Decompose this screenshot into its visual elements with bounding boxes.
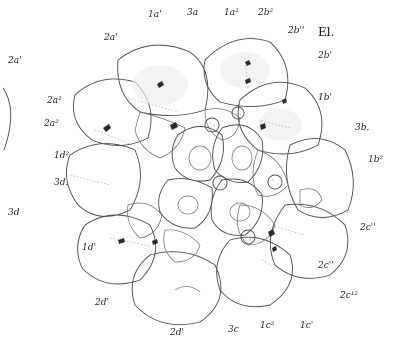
nucleus-outline-2 <box>232 146 252 170</box>
nucleus-2a2 <box>103 124 111 132</box>
label-1d2: 1d² <box>54 151 69 161</box>
label-1b1: 1b' <box>318 93 332 103</box>
label-1d1: 1d' <box>82 243 96 253</box>
nucleus-outline-1 <box>189 146 211 170</box>
nucleus-2c-b <box>272 246 277 252</box>
label-3b: 3b. <box>355 123 369 133</box>
division-lines <box>70 58 305 268</box>
outer-cells <box>66 39 353 325</box>
label-2c12: 2c¹² <box>339 291 358 301</box>
label-3a-top: 3a <box>187 8 198 18</box>
cell-3d <box>66 144 140 217</box>
cell-2d1 <box>132 252 221 325</box>
label-1c1: 1c' <box>300 321 313 331</box>
label-2d1: 2d' <box>94 298 109 308</box>
label-1a1-top: 1a' <box>148 10 162 20</box>
cell-1b2 <box>286 139 353 218</box>
cell-shading <box>132 52 302 141</box>
nuclei <box>103 60 287 252</box>
label-2a2-small: 2a² <box>43 119 59 129</box>
nucleus-outline-3 <box>178 196 198 214</box>
cell-middle-4 <box>237 205 275 245</box>
label-2b1: 2b' <box>317 51 332 61</box>
label-2c-lower: 2c'' <box>317 261 334 271</box>
nucleus-1a2 <box>170 122 178 130</box>
cell-middle-6 <box>128 203 163 238</box>
label-2d1-bottom: 2d' <box>169 328 184 338</box>
label-1a2-top: 1a² <box>224 8 239 18</box>
label-2b11: 2b'' <box>287 26 304 36</box>
central-cell-upper-left <box>172 127 223 182</box>
label-1b2: 1b² <box>368 155 383 165</box>
cell-2c-lower <box>217 237 293 307</box>
label-2c11: 2c'' <box>359 223 376 233</box>
adjacent-embryo-edge <box>3 88 11 150</box>
central-cell-lower-right <box>211 179 262 235</box>
label-3d-left: 3d <box>8 208 20 218</box>
central-cell-lower-left <box>159 179 213 229</box>
cell-middle-3 <box>253 150 288 196</box>
cell-middle-5 <box>164 230 200 262</box>
label-2a1-top: 2a' <box>103 33 118 43</box>
nucleus-1d1 <box>118 238 125 244</box>
label-3d: 3d. <box>54 178 68 188</box>
nucleus-1b1 <box>282 98 287 104</box>
nucleus-outline-6 <box>175 286 200 292</box>
label-2a2: 2a² <box>46 96 62 106</box>
label-1c2: 1c² <box>260 321 275 331</box>
nucleus-1d1-b <box>152 239 158 245</box>
label-2a1-left: 2a' <box>7 56 22 66</box>
figure-number: El. <box>318 25 334 39</box>
label-2b2-top: 2b² <box>257 8 273 18</box>
label-3c: 3c <box>228 325 239 335</box>
